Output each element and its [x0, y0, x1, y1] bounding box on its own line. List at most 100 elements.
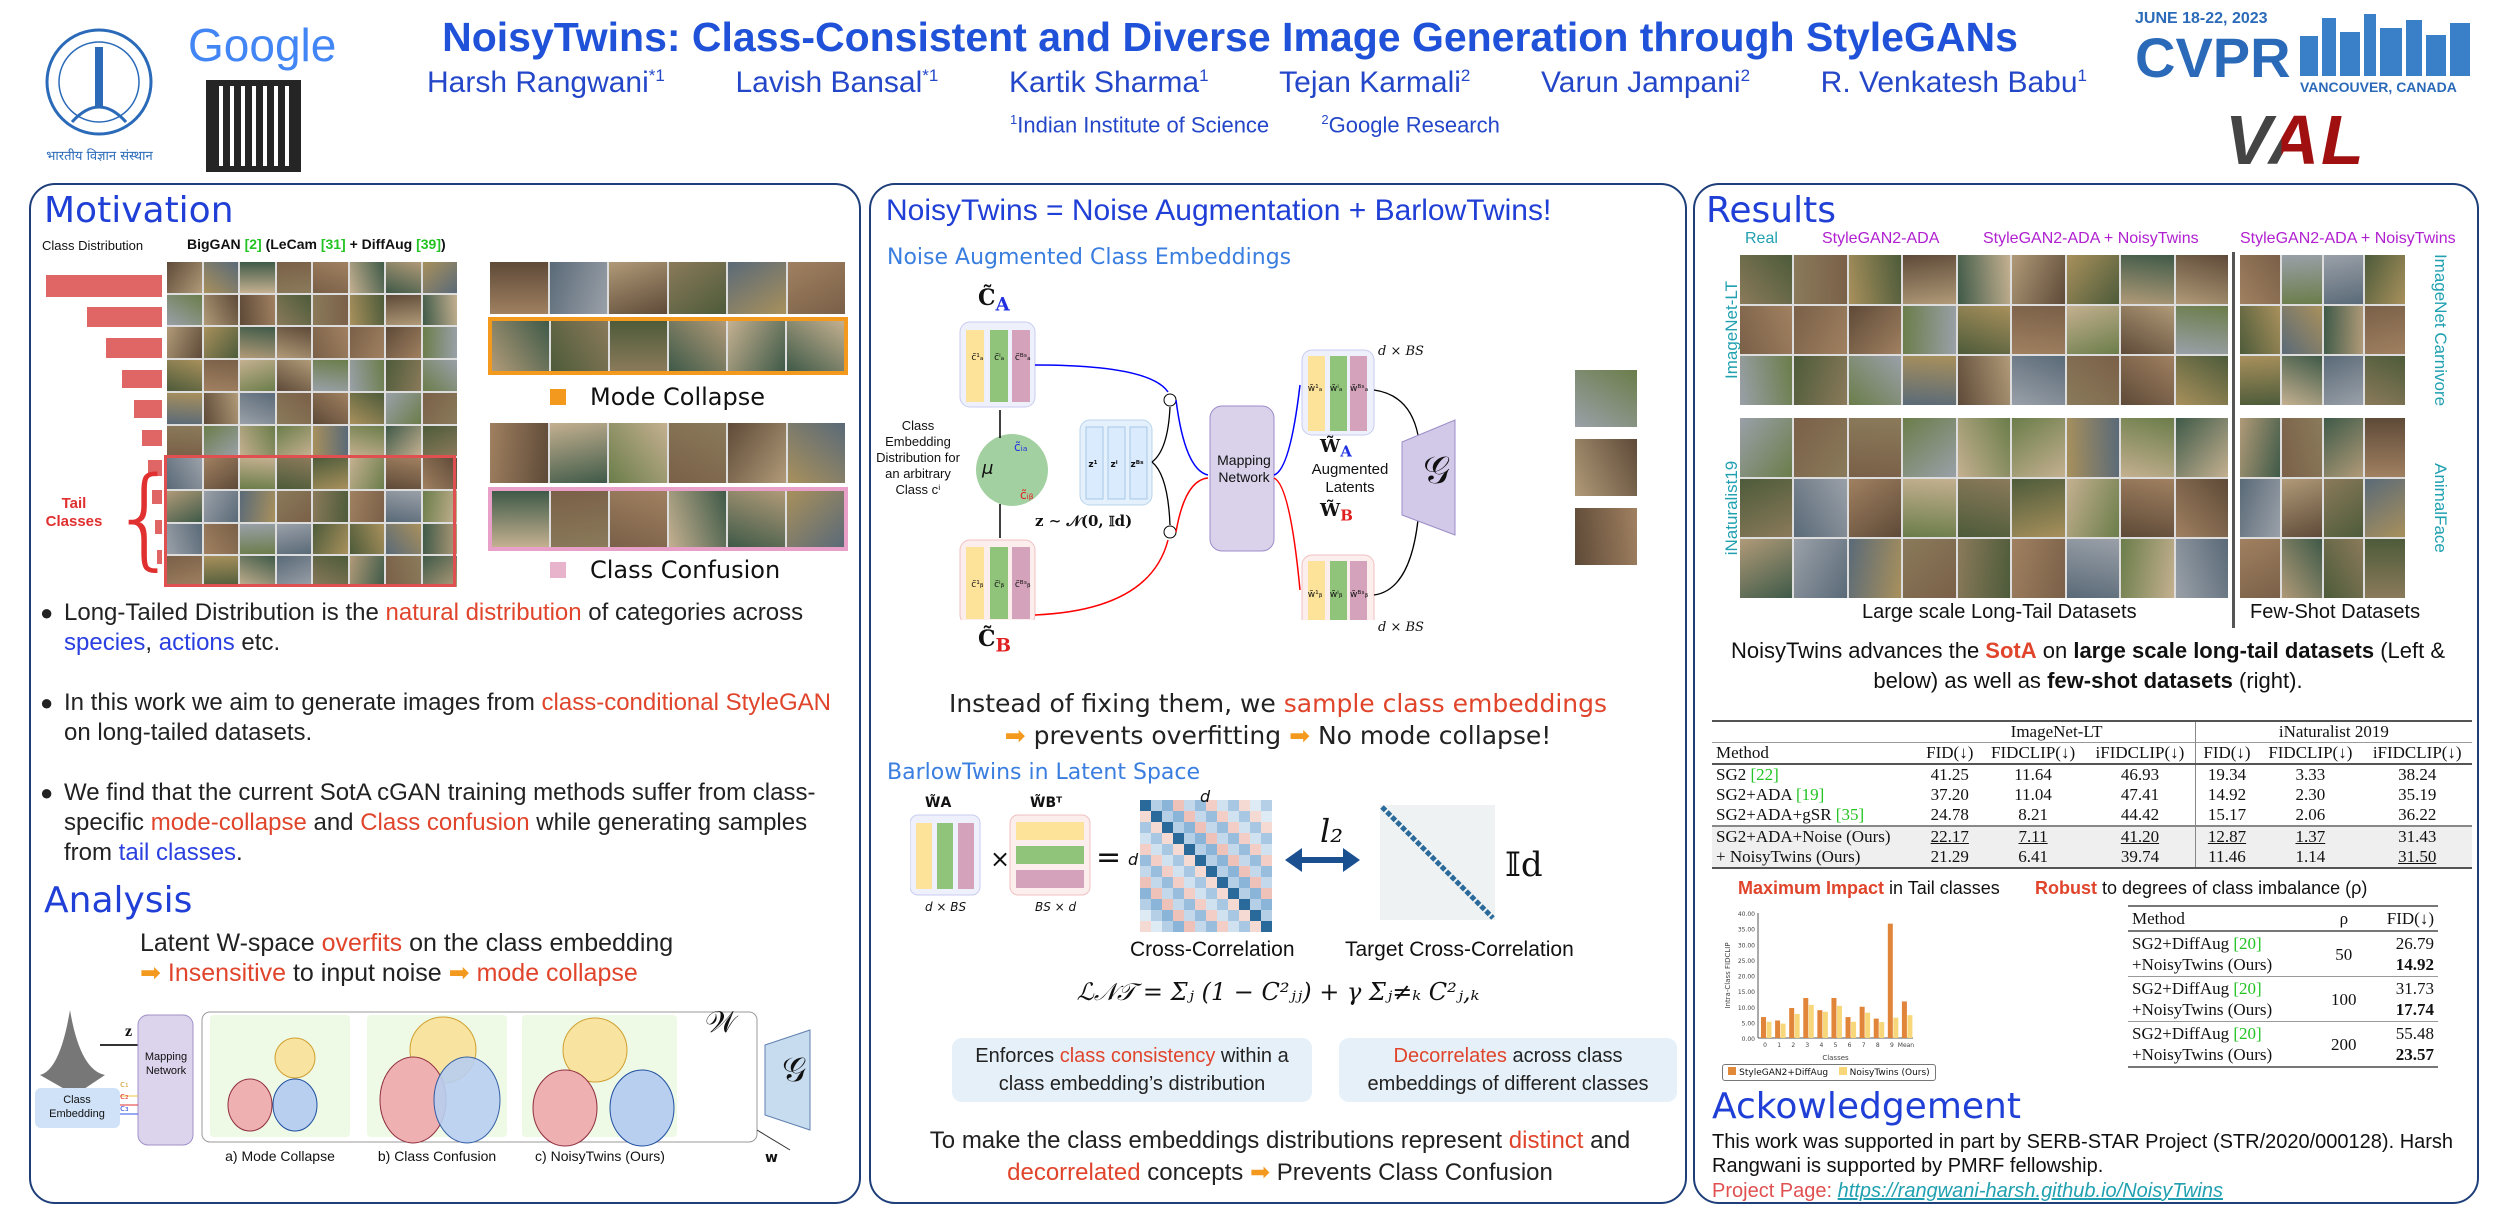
- sample-image: [728, 423, 786, 483]
- sample-image: [167, 523, 202, 555]
- sample-image: [669, 491, 726, 547]
- sample-image: [1903, 478, 1956, 538]
- bar-stylegan2-diffaug: [1901, 1001, 1907, 1038]
- bar-stylegan2-diffaug: [1789, 1008, 1795, 1038]
- class-embedding-distribution: [976, 434, 1048, 506]
- sample-image: [1957, 305, 2011, 355]
- distribution-label: Class Embedding Distribution for an arbi…: [876, 418, 960, 497]
- sample-image: [2012, 478, 2065, 538]
- project-link[interactable]: https://rangwani-harsh.github.io/NoisyTw…: [1837, 1180, 2223, 1202]
- sample-image: [1794, 305, 1847, 355]
- heatmap-cell: [1261, 899, 1272, 910]
- rho-cell: 200: [2331, 1034, 2357, 1054]
- heatmap-cell: [1261, 833, 1272, 844]
- heatmap-cell: [1261, 811, 1272, 822]
- dxbs-label: d × BS: [925, 900, 967, 914]
- heatmap-cell: [1184, 833, 1195, 844]
- consistency-box: Enforces class consistency within a clas…: [952, 1038, 1312, 1102]
- bar-stylegan2-diffaug: [1761, 1017, 1766, 1038]
- heatmap-cell: [1239, 910, 1250, 921]
- heatmap-cell: [1140, 833, 1151, 844]
- sample-image: [349, 294, 384, 326]
- x-tick-label: 8: [1876, 1042, 1880, 1049]
- value-cell: 47.41: [2120, 785, 2160, 804]
- affiliations: 1Indian Institute of Science 2Google Res…: [1010, 112, 1500, 138]
- carnivore-samples: [2240, 255, 2405, 405]
- mapping-network-box: [137, 1014, 194, 1146]
- arrow-right-icon: ➡: [1289, 721, 1318, 750]
- rho-cell: 50: [2335, 944, 2353, 964]
- sample-image: [2323, 418, 2364, 477]
- heatmap-cell: [1217, 844, 1228, 855]
- sample-image: [1957, 539, 2011, 598]
- row-label-imagenet-lt: ImageNet-LT: [1722, 281, 1741, 379]
- sample-image: [2012, 255, 2065, 304]
- sample-image: [349, 523, 384, 555]
- bar-stylegan2-diffaug: [1775, 1020, 1781, 1038]
- heatmap-cell: [1184, 844, 1195, 855]
- sample-image: [386, 360, 421, 391]
- x-tick-label: 6: [1848, 1042, 1852, 1049]
- d-label: d: [1200, 787, 1211, 806]
- heatmap-cell: [1228, 800, 1239, 811]
- value-cell: 19.34: [2194, 764, 2259, 785]
- heatmap-cell: [1184, 811, 1195, 822]
- sample-image: [422, 327, 457, 359]
- heatmap-cell: [1173, 921, 1184, 932]
- qr-code[interactable]: [206, 80, 301, 172]
- value-cell: 14.92: [2194, 785, 2259, 805]
- generator-label: 𝒢: [782, 1050, 807, 1090]
- heatmap-cell: [1261, 800, 1272, 811]
- sample-image: [492, 491, 549, 547]
- sample-image: [728, 491, 785, 547]
- value-cell: 1.37: [2295, 827, 2326, 846]
- sample-image: [276, 458, 311, 489]
- sample-image: [549, 262, 607, 314]
- biggan-sample-grid: [167, 262, 457, 587]
- sample-image: [2323, 255, 2364, 304]
- sample-image: [386, 490, 421, 522]
- class-embedding-box: [35, 1088, 120, 1128]
- z-distribution-label: z ∼ 𝒩(0, 𝕀d): [1035, 512, 1133, 530]
- heatmap-cell: [1217, 822, 1228, 833]
- project-page: Project Page: https://rangwani-harsh.git…: [1712, 1180, 2223, 1202]
- arrow-right-icon: ➡: [1004, 721, 1034, 750]
- heatmap-cell: [1184, 800, 1195, 811]
- sample-image: [1794, 255, 1847, 304]
- sample-image: [422, 523, 457, 555]
- heatmap-cell: [1195, 855, 1206, 866]
- heatmap-cell: [1239, 877, 1250, 888]
- sample-image: [1740, 418, 1793, 477]
- heatmap-cell: [1217, 811, 1228, 822]
- heatmap-cell: [1250, 899, 1261, 910]
- author: Lavish Bansal*1: [735, 66, 939, 99]
- heatmap-cell: [1140, 888, 1151, 899]
- heatmap-cell: [1206, 822, 1217, 833]
- x-tick-label: 4: [1819, 1042, 1823, 1049]
- noise-augmentation-diagram: [959, 321, 1456, 620]
- sample-image: [313, 556, 348, 587]
- bar-noisytwins-ours-: [1893, 1017, 1899, 1038]
- tail-classes-highlight: [164, 455, 456, 587]
- sample-image: [2365, 539, 2405, 598]
- sample-image: [2066, 305, 2120, 355]
- bullet-item: ●We find that the current SotA cGAN trai…: [40, 779, 816, 866]
- sample-image: [2175, 356, 2228, 405]
- sample-image: [2365, 478, 2405, 538]
- sample-image: [276, 425, 311, 457]
- sample-image: [1740, 539, 1793, 598]
- heatmap-cell: [1228, 899, 1239, 910]
- y-tick-label: 5.00: [1742, 1020, 1756, 1027]
- sample-image: [276, 327, 311, 359]
- value-cell: 6.41: [2018, 847, 2048, 866]
- generator-label: 𝒢: [1423, 448, 1451, 492]
- class-distribution-bars: [42, 270, 162, 580]
- sample-image: [1794, 539, 1847, 598]
- cvpr-logo: JUNE 18-22, 2023 CVPR VANCOUVER, CANADA: [2135, 10, 2480, 102]
- sample-image: [2365, 305, 2405, 355]
- sample-image: [1575, 439, 1637, 496]
